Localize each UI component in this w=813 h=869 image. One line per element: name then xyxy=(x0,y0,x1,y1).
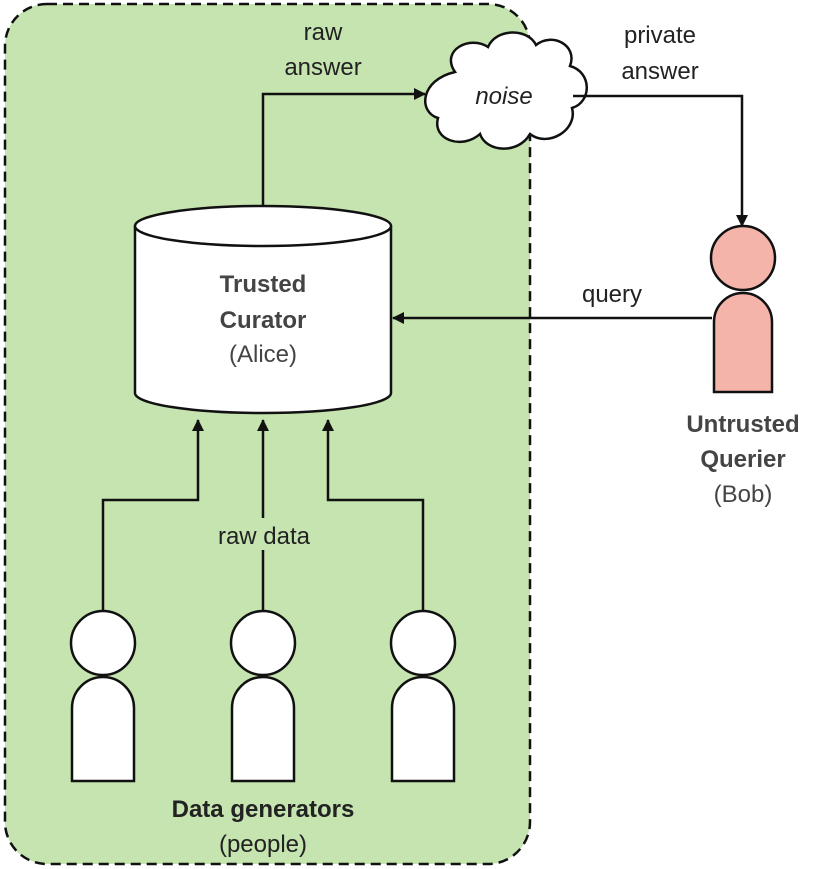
curator-name: (Alice) xyxy=(229,341,297,368)
data-generator-person-icon-1 xyxy=(69,609,137,783)
trusted-curator-database xyxy=(133,204,393,415)
query-label: query xyxy=(582,281,642,308)
raw-answer-arrow xyxy=(261,88,426,206)
curator-title-line2: Curator xyxy=(220,307,307,334)
data-generator-person-icon-3 xyxy=(389,609,457,783)
data-generator-person-icon-2 xyxy=(229,609,297,783)
querier-name: (Bob) xyxy=(714,481,773,508)
raw-answer-label-line1: raw xyxy=(304,19,343,46)
curator-title-line1: Trusted xyxy=(220,271,307,298)
noise-label: noise xyxy=(475,83,532,110)
private-answer-label-line2: answer xyxy=(621,58,698,85)
raw-data-arrow-left xyxy=(101,419,204,612)
raw-data-arrow-right xyxy=(322,419,425,612)
raw-answer-label-line2: answer xyxy=(284,54,361,81)
raw-data-label-bg xyxy=(205,518,323,550)
private-answer-arrow xyxy=(573,94,748,227)
querier-title-line2: Querier xyxy=(700,446,785,473)
raw-data-label: raw data xyxy=(218,523,311,550)
untrusted-querier-person-icon xyxy=(709,224,777,394)
noise-cloud xyxy=(424,31,588,150)
private-answer-label-line1: private xyxy=(624,22,696,49)
querier-title-line1: Untrusted xyxy=(686,411,799,438)
generators-subtitle: (people) xyxy=(219,831,307,858)
generators-title: Data generators xyxy=(172,796,355,823)
